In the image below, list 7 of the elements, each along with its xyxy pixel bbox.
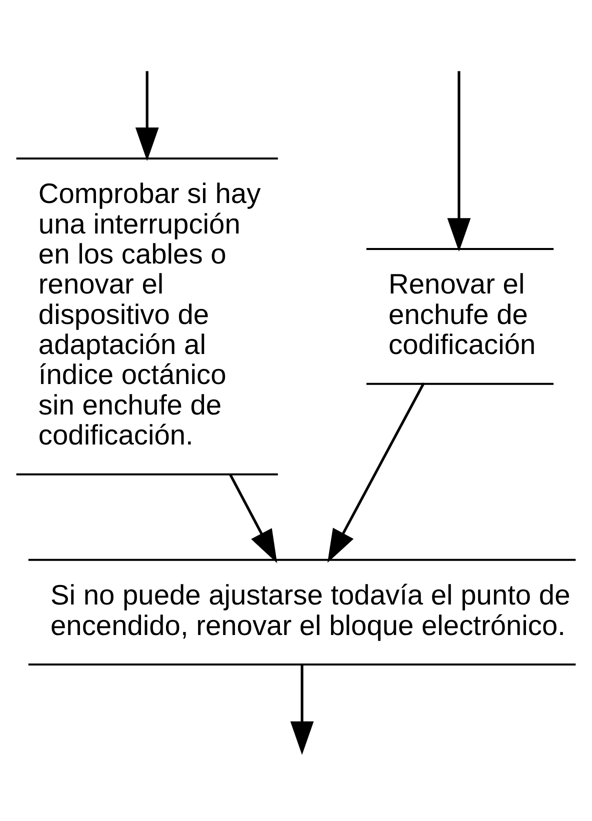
node-text: Renovar el enchufe de codificación	[388, 267, 536, 360]
node-text: Comprobar si hay una interrupción en los cables o renovar el dispositivo de adaptación al índice octánico sin enchufe de codificación.	[38, 176, 261, 450]
arrow	[228, 472, 278, 563]
arrow	[447, 70, 471, 252]
arrow	[327, 382, 425, 562]
arrow	[135, 70, 159, 160]
node-text: Si no puede ajustarse todavía el punto de encendido, renovar el bloque electrónico.	[50, 578, 570, 640]
